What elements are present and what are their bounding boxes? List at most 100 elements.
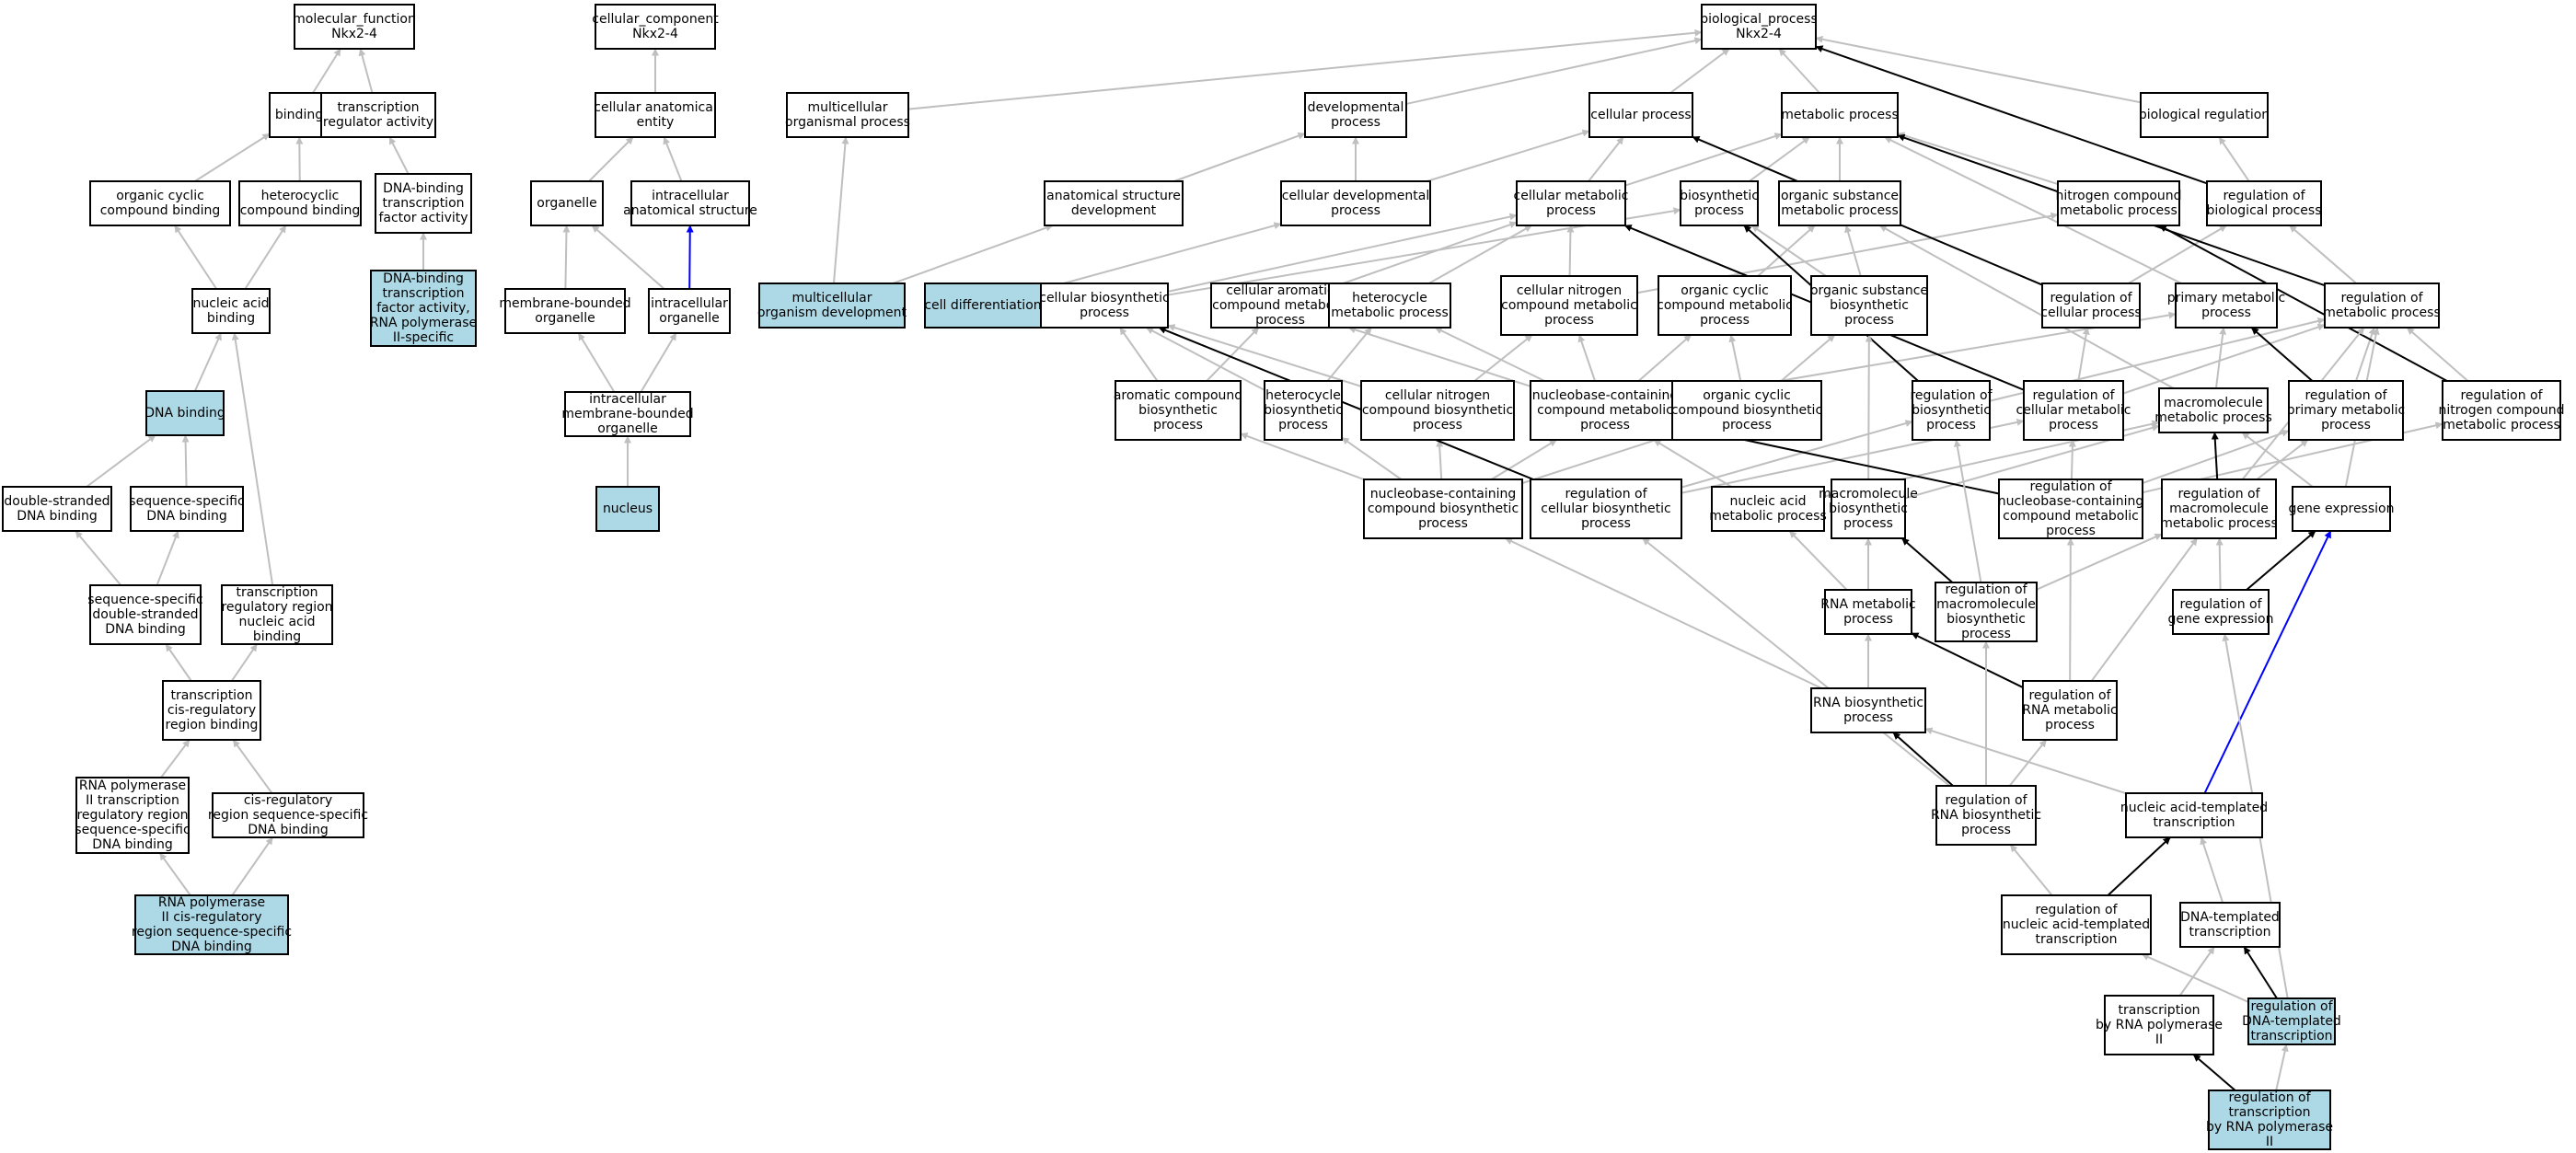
node-label-line: process [1580, 418, 1630, 432]
node-box [1810, 687, 1926, 733]
node-binding[interactable]: binding [269, 92, 329, 138]
node-label-line: regulation of [2228, 1090, 2311, 1105]
node-box [1500, 275, 1638, 336]
edge-is_a-mod-to-mop [832, 136, 849, 284]
node-rmbp[interactable]: regulation ofmacromoleculebiosyntheticpr… [1935, 582, 2038, 642]
node-box [1210, 282, 1350, 329]
node-box [1264, 380, 1343, 441]
node-nucleus[interactable]: nucleus [595, 486, 660, 532]
edge-regulates-rrnabp-to-rnabp [1892, 732, 1954, 787]
node-label-line: biological process [2207, 203, 2322, 218]
node-label-line: aromatic compound [1114, 388, 1242, 403]
node-metp[interactable]: metabolic process [1781, 92, 1899, 138]
node-label-line: development [1071, 203, 1157, 218]
node-label-line: process [1581, 516, 1631, 531]
node-label-line: biosynthetic [1680, 189, 1759, 203]
node-celld[interactable]: cell differentiation [924, 282, 1042, 329]
node-label-line: transcription [2250, 1029, 2332, 1043]
edge-is_a-imbo-to-mbo [577, 332, 616, 393]
node-rnbccmp[interactable]: regulation ofnucleobase-containingcompou… [1998, 478, 2144, 539]
node-label-line: cellular biosynthetic [1039, 291, 1169, 306]
node-breg[interactable]: biological regulation [2139, 92, 2270, 138]
node-label-line: cellular metabolic [2016, 403, 2131, 418]
node-organelle[interactable]: organelle [530, 180, 604, 226]
node-label-line: organic cyclic [1681, 283, 1769, 298]
node-cellp[interactable]: cellular process [1588, 92, 1693, 138]
node-ge[interactable]: gene expression [2289, 486, 2395, 532]
node-dnab[interactable]: DNA binding [144, 390, 225, 436]
node-label-line: biological regulation [2139, 108, 2270, 122]
edge-is_a-nbccmp-to-occmp [1637, 334, 1692, 382]
edge-is_a-dsdna-to-dnab [86, 434, 156, 488]
edge-is_a-devp-to-bp [1405, 37, 1703, 105]
